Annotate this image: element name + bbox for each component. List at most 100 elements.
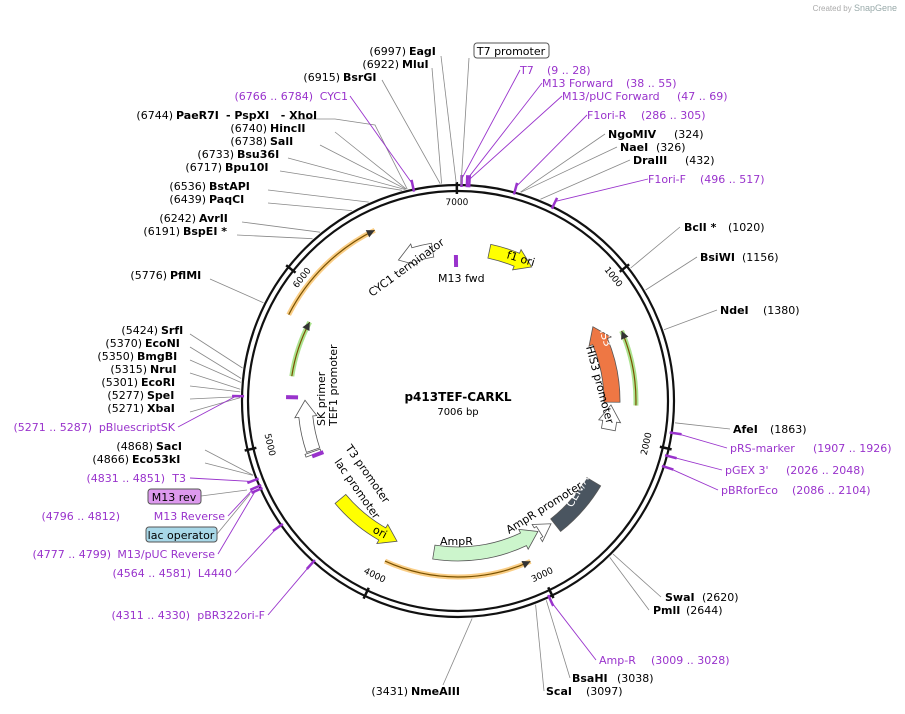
feature-label-cyc1-terminator[interactable]: CYC1 terminator [366, 236, 447, 300]
enzyme-nmeaiii[interactable]: NmeAIII [411, 685, 460, 698]
primer-amp-r[interactable]: Amp-R [599, 654, 636, 667]
enzyme-draiii[interactable]: DraIII [633, 154, 667, 167]
enzyme-pmli[interactable]: PmlI [653, 604, 680, 617]
enzyme-nrui[interactable]: NruI [150, 363, 177, 376]
ring-tick-label-3000: 3000 [530, 566, 555, 585]
primer-leader-5 [350, 96, 412, 184]
enzyme-paqci[interactable]: PaqCI [209, 193, 244, 206]
primer-range-f1ori-f: (496 .. 517) [700, 173, 765, 186]
primer-range-pbr322ori-f: (4311 .. 4330) [111, 609, 190, 622]
leader-line-11 [237, 235, 313, 239]
orf-his3-halo [622, 331, 636, 406]
primer-range-pbrforeco: (2086 .. 2104) [792, 484, 871, 497]
leader-line-8 [268, 190, 369, 202]
enzyme-xbai[interactable]: XbaI [147, 402, 175, 415]
enzyme-ecori[interactable]: EcoRI [141, 376, 175, 389]
primer-pbrforeco[interactable]: pBRforEco [721, 484, 778, 497]
primer-leader-10 [178, 396, 236, 427]
primer-prs-marker[interactable]: pRS-marker [730, 442, 795, 455]
enzyme-pos-bsu36i: (6733) [197, 148, 234, 161]
t7-promoter-label[interactable]: T7 promoter [476, 45, 546, 58]
leader-line-21 [205, 463, 253, 475]
primer-m13puc-reverse[interactable]: M13/pUC Reverse [117, 548, 215, 561]
enzyme-ndei[interactable]: NdeI [720, 304, 749, 317]
primer-f1ori-r[interactable]: F1ori-R [587, 109, 627, 122]
primer-pgex3[interactable]: pGEX 3' [725, 464, 769, 477]
primer-l4440[interactable]: L4440 [198, 567, 232, 580]
plasmid-size: 7006 bp [437, 407, 478, 418]
enzyme-pflmi[interactable]: PflMI [170, 269, 201, 282]
enzyme-srfi[interactable]: SrfI [161, 324, 183, 337]
enzyme-spei[interactable]: SpeI [147, 389, 174, 402]
primer-m13puc-forward[interactable]: M13/pUC Forward [562, 90, 660, 103]
primer-cyc1[interactable]: CYC1 [320, 90, 348, 103]
enzyme-eagi[interactable]: EagI [409, 45, 436, 58]
enzyme-hincii[interactable]: HincII [270, 122, 306, 135]
enzyme-saci[interactable]: SacI [156, 440, 182, 453]
enzyme-pos-spei: (5277) [107, 389, 144, 402]
orf-green-left-halo [292, 322, 310, 376]
primer-site-mark-14 [273, 524, 283, 531]
enzyme-naei[interactable]: NaeI [620, 141, 648, 154]
enzyme-scai[interactable]: ScaI [546, 685, 572, 698]
enzyme-bsu36i[interactable]: Bsu36I [237, 148, 279, 161]
enzyme-bsahi[interactable]: BsaHI [572, 672, 608, 685]
enzyme-bpu10i[interactable]: Bpu10I [225, 161, 269, 174]
primer-range-m13puc-reverse: (4777 .. 4799) [32, 548, 111, 561]
primer-pbr322ori-f[interactable]: pBR322ori-F [197, 609, 265, 622]
leader-line-14 [190, 347, 241, 379]
primer-m13-forward[interactable]: M13 Forward [542, 77, 613, 90]
ring-tick-label-5000: 5000 [262, 433, 277, 458]
enzyme-pos-avrii: (6242) [159, 212, 196, 225]
feature-label-ampr[interactable]: AmpR [440, 535, 473, 548]
feature-label-m13-fwd[interactable]: M13 fwd [438, 272, 485, 285]
enzyme-paer7i[interactable]: PaeR7I [176, 109, 219, 122]
enzyme-bmgbi[interactable]: BmgBI [137, 350, 177, 363]
enzyme-pos-xbai: (5271) [107, 402, 144, 415]
primer-f1ori-f[interactable]: F1ori-F [648, 173, 686, 186]
enzyme-pos-econi: (5370) [105, 337, 142, 350]
primer-site-mark-6 [670, 432, 682, 434]
leader-line-28 [664, 310, 717, 330]
primer-t7[interactable]: T7 [519, 64, 534, 77]
leader-line-0 [441, 56, 456, 183]
primer-range-f1ori-r: (286 .. 305) [641, 109, 706, 122]
primer-pbluescriptsk[interactable]: pBluescriptSK [99, 421, 176, 434]
enzyme-pos-sali: (6738) [230, 135, 267, 148]
enzyme-pos-nrui: (5315) [110, 363, 147, 376]
primer-leader-8 [670, 468, 718, 490]
enzyme-pos-eagi: (6997) [369, 45, 406, 58]
enzyme-mlui[interactable]: MluI [402, 58, 429, 71]
leader-line-25 [540, 160, 630, 199]
enzyme-swai[interactable]: SwaI [665, 591, 695, 604]
m13-rev-label[interactable]: M13 rev [152, 491, 197, 504]
enzyme-avrii[interactable]: AvrII [199, 212, 228, 225]
snapgene-logo: SnapGene [854, 3, 897, 13]
enzyme-pos-scai: (3097) [586, 685, 623, 698]
leader-line-7 [280, 171, 402, 190]
primer-site-mark-15 [307, 560, 315, 569]
enzyme-bspei[interactable]: BspEI * [183, 225, 227, 238]
enzyme-sali[interactable]: SalI [270, 135, 293, 148]
leader-line-31 [610, 557, 649, 610]
enzyme-ngomiv[interactable]: NgoMIV [608, 128, 657, 141]
lac-operator-label[interactable]: lac operator [148, 529, 215, 542]
enzyme-afei[interactable]: AfeI [733, 423, 758, 436]
enzyme-bstapi[interactable]: BstAPI [209, 180, 250, 193]
enzyme-pos-bstapi: (6536) [169, 180, 206, 193]
primer-t3[interactable]: T3 [171, 472, 186, 485]
leader-line-2 [382, 80, 440, 184]
leader-line-22 [443, 619, 472, 686]
enzyme-bsrgi[interactable]: BsrGI [343, 71, 376, 84]
enzyme-econi[interactable]: EcoNI [145, 337, 180, 350]
enzyme-bcli[interactable]: BclI * [684, 221, 717, 234]
leader-line-12 [210, 279, 263, 303]
primer-site-mark-2 [469, 175, 470, 187]
enzyme-bsiwi[interactable]: BsiWI [700, 251, 735, 264]
primer-leader-3 [516, 115, 587, 187]
feature-label-tef1-promoter[interactable]: TEF1 promoter [327, 344, 340, 427]
enzyme-pspxi-xhoi[interactable]: - PspXI - XhoI [226, 109, 317, 122]
primer-m13-reverse[interactable]: M13 Reverse [154, 510, 225, 523]
enzyme-eco53ki[interactable]: Eco53kI [132, 453, 180, 466]
